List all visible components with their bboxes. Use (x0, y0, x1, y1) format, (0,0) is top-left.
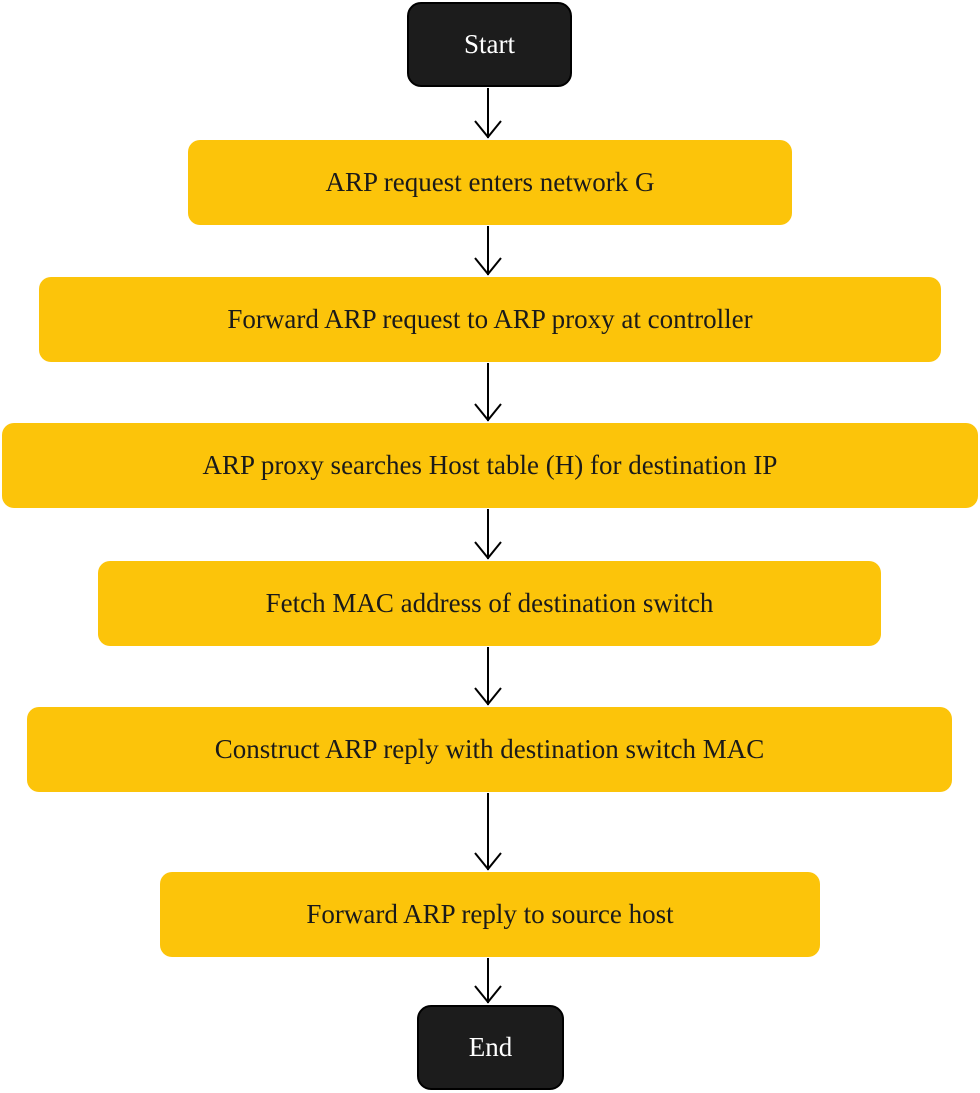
step-construct-reply: Construct ARP reply with destination swi… (27, 707, 952, 792)
arrow-s5-to-s6 (474, 793, 502, 871)
step-label: Construct ARP reply with destination swi… (214, 733, 765, 764)
arrow-s6-to-end (474, 958, 502, 1004)
arrow-s4-to-s5 (474, 647, 502, 706)
step-arp-request-enters: ARP request enters network G (188, 140, 792, 225)
start-label: Start (464, 28, 515, 59)
arrow-s1-to-s2 (474, 226, 502, 276)
arrow-s3-to-s4 (474, 509, 502, 560)
start-node: Start (407, 2, 572, 87)
step-fetch-mac: Fetch MAC address of destination switch (98, 561, 881, 646)
step-forward-reply: Forward ARP reply to source host (160, 872, 820, 957)
step-label: Forward ARP reply to source host (306, 898, 674, 929)
step-label: ARP request enters network G (325, 166, 655, 197)
step-proxy-searches-host-table: ARP proxy searches Host table (H) for de… (2, 423, 978, 508)
end-label: End (468, 1031, 513, 1062)
step-forward-to-proxy: Forward ARP request to ARP proxy at cont… (39, 277, 941, 362)
arrow-start-to-s1 (474, 88, 502, 139)
arrow-s2-to-s3 (474, 363, 502, 422)
step-label: ARP proxy searches Host table (H) for de… (202, 449, 778, 480)
end-node: End (417, 1005, 564, 1090)
step-label: Fetch MAC address of destination switch (265, 587, 714, 618)
step-label: Forward ARP request to ARP proxy at cont… (227, 303, 753, 334)
